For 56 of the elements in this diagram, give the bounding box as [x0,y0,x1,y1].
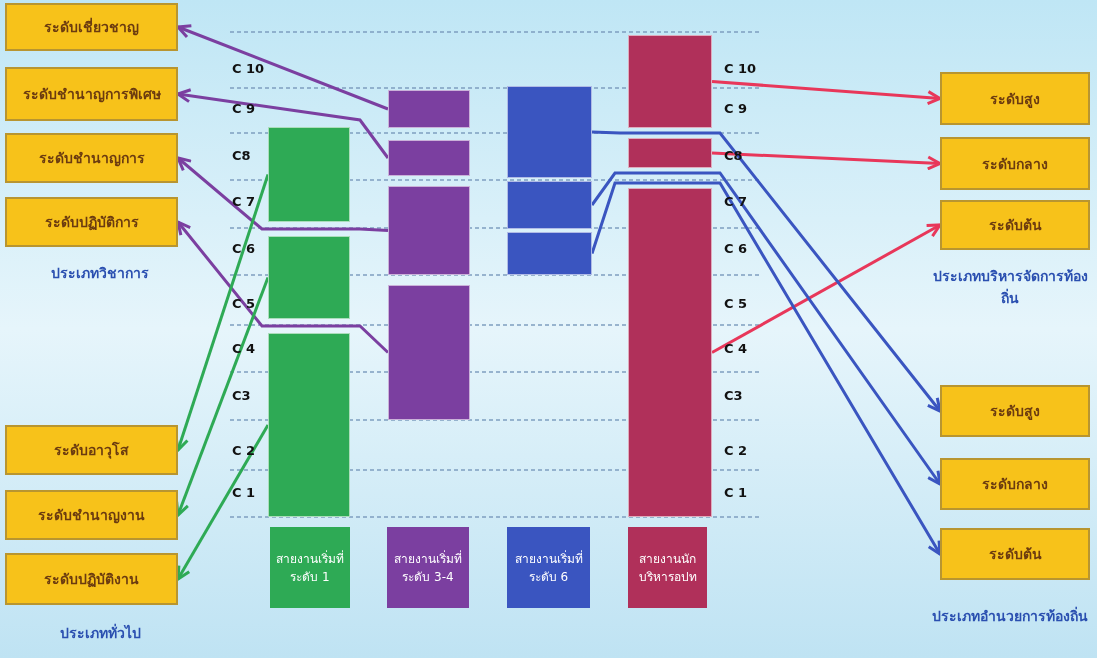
grade-label: C 5 [232,296,256,311]
level-bar [628,188,712,517]
level-bar [507,232,592,275]
arrow [590,171,942,486]
grade-label: C 10 [232,61,265,76]
grade-label: C 6 [232,241,256,256]
grade-label: C 7 [232,194,256,209]
category-label: ประเภทอำนวยการท้องถิ่น [931,605,1089,626]
level-box: ระดับชำนาญการ [5,133,178,183]
level-bar [628,35,712,128]
level-bar [268,333,350,517]
level-bar [507,86,592,178]
level-bar [268,127,350,222]
track-box: สายงานเริ่มที่ระดับ 1 [270,527,350,608]
track-box: สายงานเริ่มที่ระดับ 6 [507,527,590,608]
grade-label: C 4 [724,341,748,356]
grade-label: C 4 [232,341,256,356]
level-bar [388,90,470,128]
category-label: ประเภททั่วไป [58,622,142,643]
level-box: ระดับปฏิบัติการ [5,197,178,247]
level-box: ระดับอาวุโส [5,425,178,475]
level-box: ระดับสูง [940,385,1090,437]
grade-label: C 6 [724,241,748,256]
arrow [711,80,942,106]
level-bar [268,236,350,319]
category-label: ประเภทวิชาการ [50,264,150,283]
level-box: ระดับกลาง [940,458,1090,510]
level-box: ระดับชำนาญการพิเศษ [5,67,178,121]
level-bar [388,140,470,176]
category-label: ประเภทบริหารจัดการท้องถิ่น [931,267,1089,308]
level-bar [628,138,712,168]
level-box: ระดับชำนาญงาน [5,490,178,540]
grade-label: C 1 [232,485,256,500]
level-box: ระดับต้น [940,200,1090,250]
grade-label: C3 [724,388,743,403]
level-bar [388,186,470,275]
level-box: ระดับสูง [940,72,1090,125]
grade-label: C 5 [724,296,748,311]
arrow [590,181,942,556]
level-box: ระดับกลาง [940,137,1090,190]
level-bar [388,285,470,420]
arrow [711,223,942,354]
level-box: ระดับเชี่ยวชาญ [5,3,178,51]
level-box: ระดับต้น [940,528,1090,580]
grade-label: C3 [232,388,251,403]
grade-label: C 1 [724,485,748,500]
grade-label: C 9 [724,101,748,116]
track-box: สายงานนักบริหารอปท [628,527,707,608]
grade-label: C 10 [724,61,757,76]
level-box: ระดับปฏิบัติงาน [5,553,178,605]
grade-label: C 2 [724,443,748,458]
level-bar [507,181,592,229]
grade-label: C8 [232,148,251,163]
arrow [711,151,942,171]
track-box: สายงานเริ่มที่ระดับ 3-4 [387,527,469,608]
arrow [591,130,942,413]
